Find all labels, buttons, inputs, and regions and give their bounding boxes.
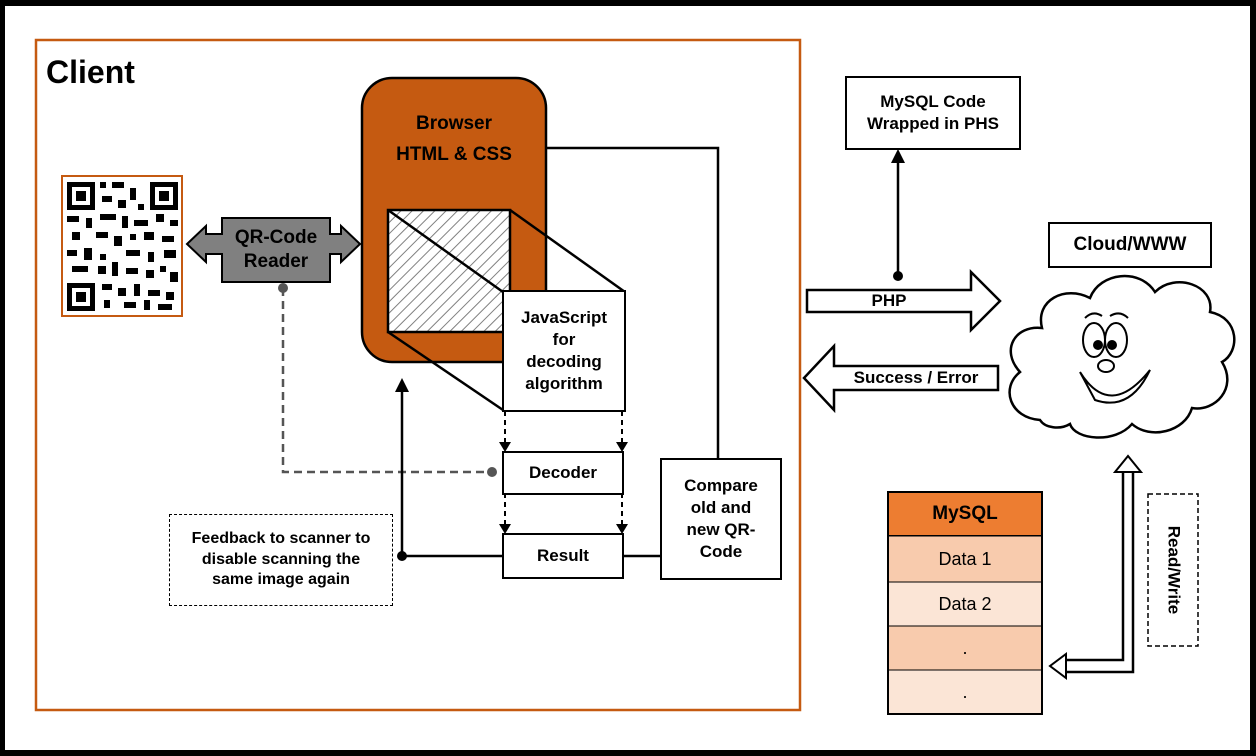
dashed-arrowheads xyxy=(499,442,628,534)
read-write-arrow xyxy=(1064,470,1135,674)
browser-compare-line xyxy=(546,146,720,460)
mysql-code-box: MySQL Code Wrapped in PHS xyxy=(845,76,1021,150)
php-mysqlcode-arrowhead xyxy=(891,149,905,163)
cloud-label-box: Cloud/WWW xyxy=(1048,222,1212,268)
client-title: Client xyxy=(46,54,135,90)
mysql-table xyxy=(887,491,1043,715)
mysql-row: . xyxy=(962,681,968,702)
qr-reader-double-arrow xyxy=(185,217,362,283)
read-write-label: Read/Write xyxy=(1165,526,1184,615)
read-write-arrowhead-up xyxy=(1112,454,1144,473)
php-arrow xyxy=(805,268,1002,334)
response-arrow xyxy=(802,342,1000,414)
browser-subtitle: HTML & CSS xyxy=(396,144,512,165)
reader-dot xyxy=(278,283,288,293)
mysql-row: . xyxy=(962,637,968,658)
cloud-icon xyxy=(1008,275,1236,439)
hatched-window xyxy=(386,208,512,334)
decoder-box: Decoder xyxy=(502,451,624,495)
javascript-box: JavaScript for decoding algorithm xyxy=(502,290,626,412)
read-write-box xyxy=(1147,493,1199,647)
dashed-flow-lines xyxy=(504,411,623,528)
qr-reader-label: QR-Code Reader xyxy=(234,227,318,272)
frustum-line-b xyxy=(509,208,626,294)
mysql-table-header: MySQL xyxy=(932,503,998,525)
decoder-dot xyxy=(487,467,497,477)
frustum-line-a xyxy=(387,208,504,294)
compare-box: Compare old and new QR- Code xyxy=(660,458,782,580)
result-box: Result xyxy=(502,533,624,579)
qr-code-image xyxy=(61,175,183,317)
feedback-dot xyxy=(397,551,407,561)
mysql-row: Data 1 xyxy=(938,548,992,569)
reader-decoder-line xyxy=(281,288,495,474)
mysql-row: Data 2 xyxy=(938,593,992,614)
browser-title: Browser xyxy=(415,113,493,134)
feedback-arrowhead xyxy=(395,378,409,392)
php-dot xyxy=(893,271,903,281)
read-write-arrowhead-left xyxy=(1048,652,1067,680)
php-label: PHP xyxy=(871,291,907,311)
client-region xyxy=(34,38,802,712)
feedback-box: Feedback to scanner to disable scanning … xyxy=(169,514,393,606)
response-label: Success / Error xyxy=(853,368,979,388)
frustum-line-c xyxy=(387,330,504,412)
